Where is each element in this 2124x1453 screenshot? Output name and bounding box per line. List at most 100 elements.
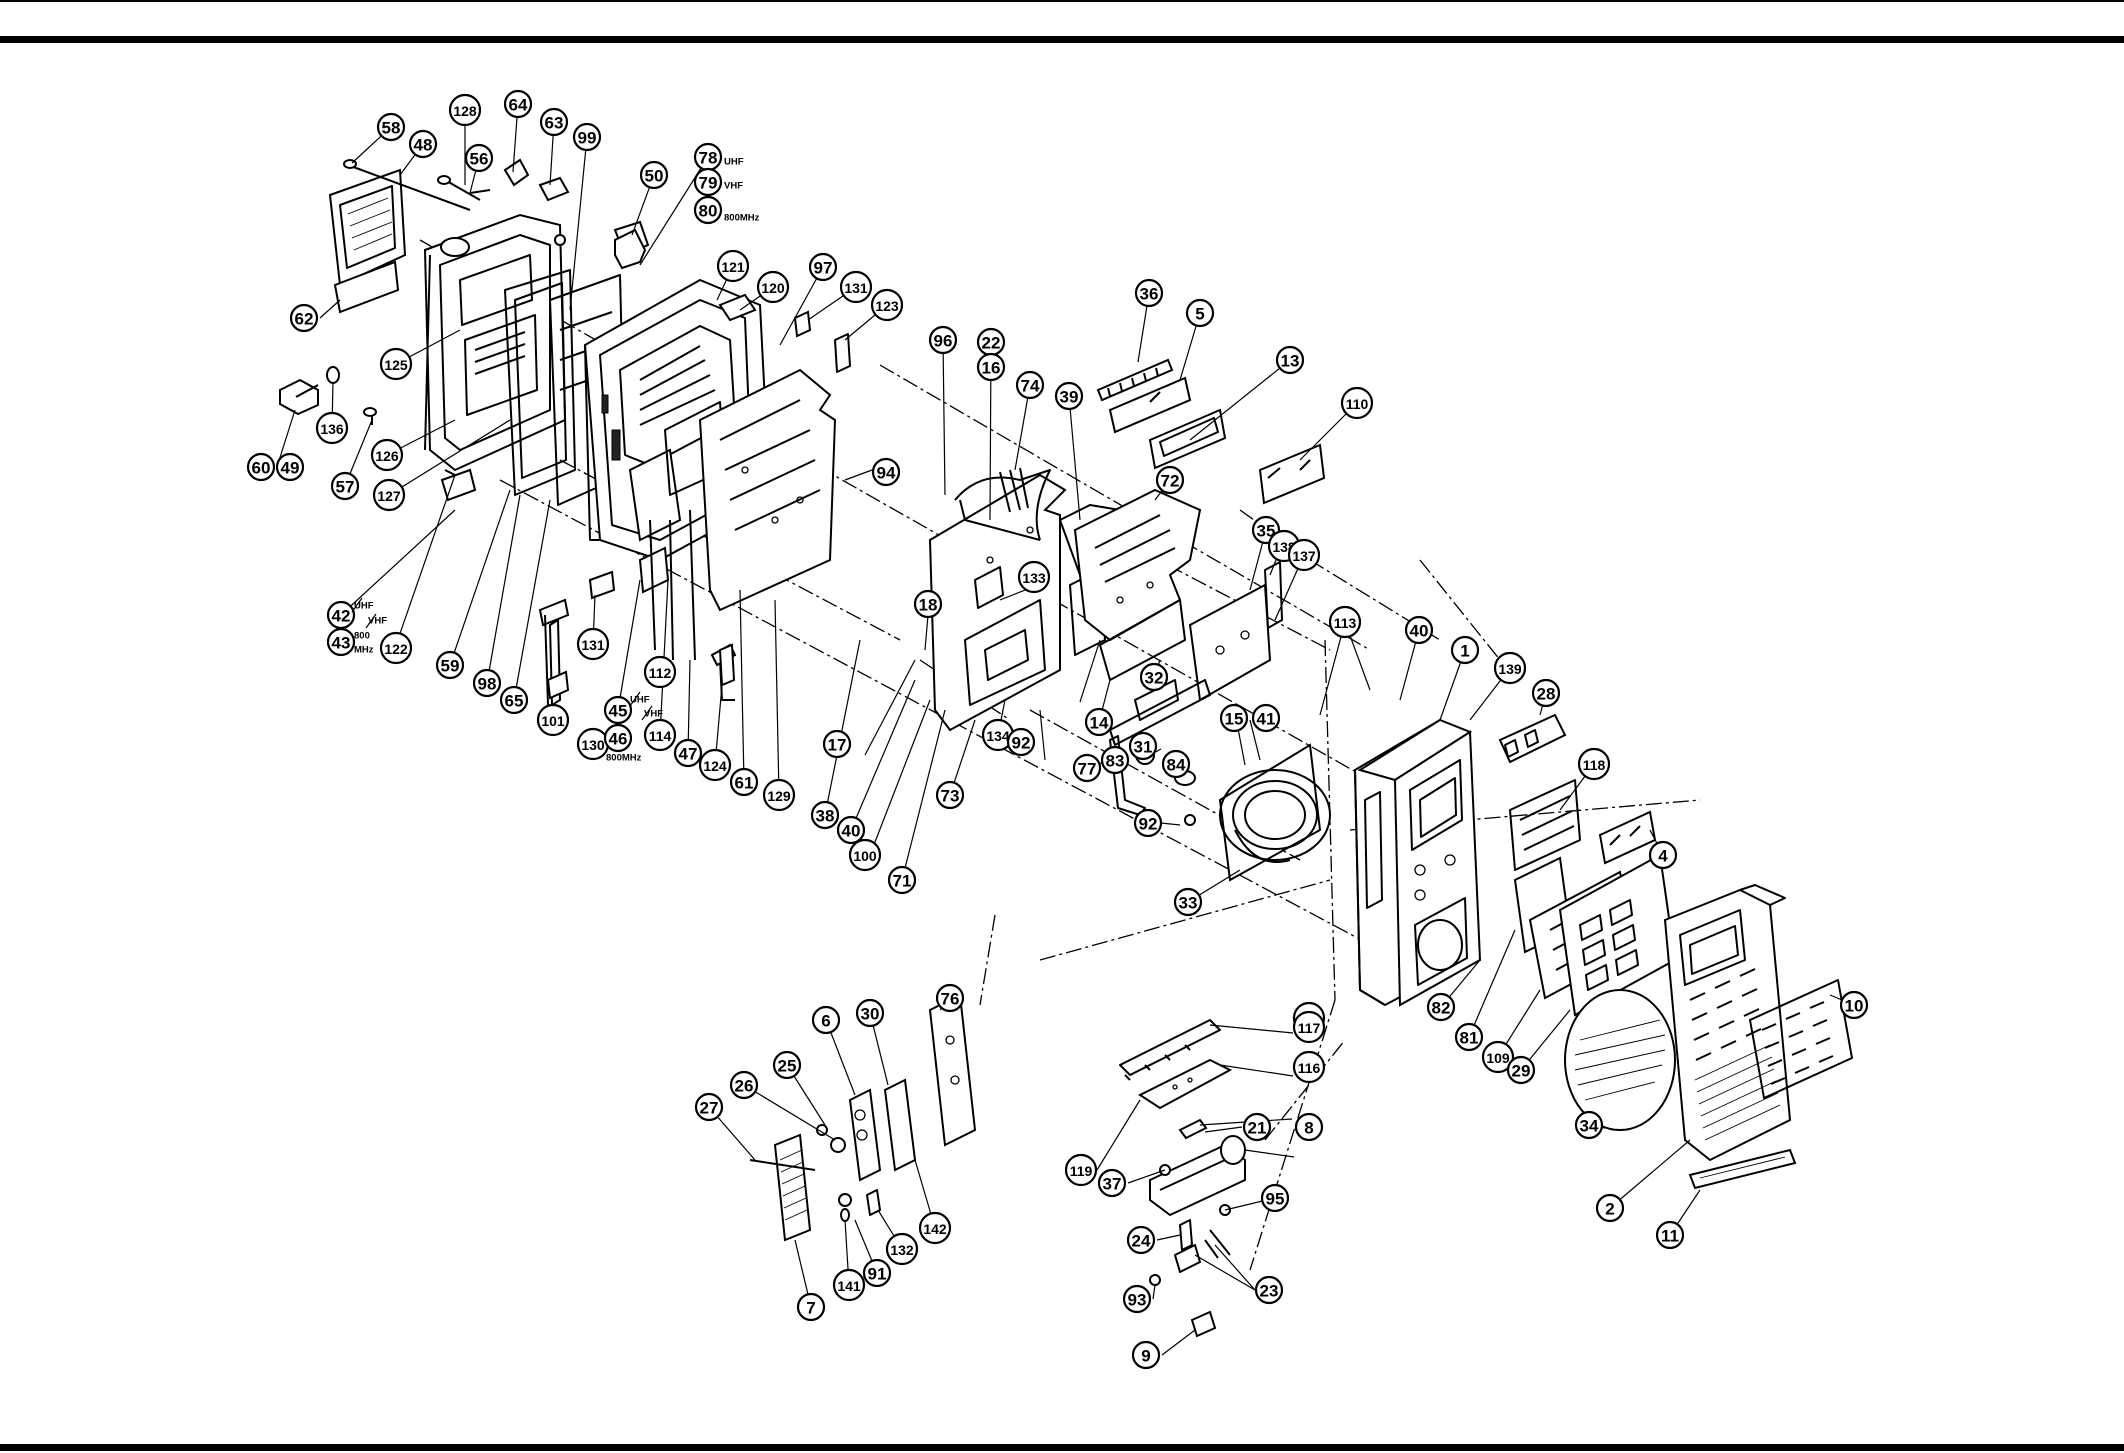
logic-board: [698, 368, 837, 612]
callout-circle: [1054, 381, 1084, 411]
callout-number: 130: [581, 737, 605, 753]
callout-number: 29: [1512, 1062, 1531, 1081]
callout-81: 81: [1454, 1022, 1484, 1052]
callout-10: 10: [1839, 990, 1869, 1020]
callout-number: 38: [816, 807, 835, 826]
callout-circle: [1655, 1220, 1685, 1250]
callout-circle: [1072, 753, 1102, 783]
note-800-43: 800: [354, 631, 370, 642]
callout-circle: [1340, 386, 1374, 420]
callout-9: 9: [1131, 1340, 1161, 1370]
callout-number: 65: [505, 692, 524, 711]
callout-number: 91: [868, 1265, 887, 1284]
callout-number: 129: [767, 788, 791, 804]
callout-122: 122: [379, 631, 413, 665]
callout-11: 11: [1655, 1220, 1685, 1250]
nameplate: [1688, 1148, 1797, 1190]
callout-number: 80: [699, 202, 718, 221]
callout-number: 101: [541, 713, 565, 729]
callout-number: 77: [1078, 760, 1097, 779]
callout-number: 79: [699, 174, 718, 193]
callout-number: 26: [735, 1077, 754, 1096]
callout-117: 117: [1292, 1010, 1326, 1044]
callout-56: 56: [464, 143, 494, 173]
callout-110: 110: [1340, 386, 1374, 420]
callout-circle: [1131, 1340, 1161, 1370]
callout-50: 50: [639, 160, 669, 190]
callout-circle: [372, 478, 406, 512]
callout-circle: [370, 438, 404, 472]
rear-case: [328, 168, 567, 476]
callout-number: 15: [1225, 710, 1244, 729]
callout-number: 128: [453, 103, 477, 119]
note-uhf-78: UHF: [724, 157, 744, 168]
callout-number: 127: [377, 488, 401, 504]
note-800mhz-80: 800MHz: [724, 213, 760, 224]
callout-circle: [1577, 747, 1611, 781]
callout-112: 112: [643, 655, 677, 689]
callout-number: 92: [1139, 815, 1158, 834]
callout-circle: [643, 718, 677, 752]
callout-116: 116: [1292, 1050, 1326, 1084]
callout-circle: [330, 471, 360, 501]
callout-65: 65: [499, 685, 529, 715]
note-uhf-42: UHF: [354, 601, 374, 612]
callout-41: 41: [1251, 703, 1281, 733]
note-800mhz-46: 800MHz: [606, 753, 642, 764]
callout-number: 59: [441, 657, 460, 676]
callout-number: 22: [982, 334, 1001, 353]
callout-number: 71: [893, 872, 912, 891]
callout-number: 125: [384, 357, 408, 373]
callout-number: 116: [1298, 1060, 1321, 1076]
callout-circle: [1275, 345, 1305, 375]
callout-91: 91: [862, 1258, 892, 1288]
callout-circle: [1242, 1112, 1272, 1142]
callout-95: 95: [1260, 1183, 1290, 1213]
callout-number: 92: [1012, 734, 1031, 753]
speaker-grille: [1564, 989, 1676, 1131]
callout-circle: [935, 983, 965, 1013]
callout-27: 27: [694, 1092, 724, 1122]
callout-32: 32: [1139, 662, 1169, 692]
callout-number: 34: [1580, 1117, 1599, 1136]
callout-circle: [1404, 615, 1434, 645]
callout-circle: [887, 865, 917, 895]
callout-number: 2: [1605, 1200, 1614, 1219]
callout-circle: [499, 685, 529, 715]
callout-circle: [928, 325, 958, 355]
callout-98: 98: [472, 668, 502, 698]
callout-number: 32: [1145, 669, 1164, 688]
callout-120: 120: [756, 270, 790, 304]
callout-31: 31: [1128, 731, 1158, 761]
callout-130: 130: [576, 727, 610, 761]
callout-circle: [862, 1258, 892, 1288]
callout-circle: [1531, 678, 1561, 708]
callout-62: 62: [289, 303, 319, 333]
callout-33: 33: [1173, 887, 1203, 917]
callout-circle: [1506, 1055, 1536, 1085]
callout-circle: [1595, 1193, 1625, 1223]
side-controls: [749, 993, 977, 1242]
callout-28: 28: [1531, 678, 1561, 708]
callout-number: 7: [806, 1299, 815, 1318]
callout-circle: [1015, 370, 1045, 400]
callout-80: 80: [693, 195, 723, 225]
callout-37: 37: [1097, 1168, 1127, 1198]
callout-number: 13: [1281, 352, 1300, 371]
callout-131: 131: [839, 270, 873, 304]
callout-circle: [1454, 1022, 1484, 1052]
callout-128: 128: [448, 93, 482, 127]
callout-number: 57: [336, 478, 355, 497]
callout-number: 18: [919, 596, 938, 615]
callout-circle: [848, 838, 882, 872]
callout-14: 14: [1084, 707, 1114, 737]
callout-131: 131: [576, 627, 610, 661]
callout-number: 78: [699, 149, 718, 168]
callout-circle: [1426, 992, 1456, 1022]
callout-46: 46: [603, 723, 633, 753]
callout-circle: [673, 738, 703, 768]
callout-5: 5: [1185, 298, 1215, 328]
callout-136: 136: [315, 411, 349, 445]
callout-43: 43: [326, 627, 356, 657]
keypad-board: [1188, 561, 1283, 702]
